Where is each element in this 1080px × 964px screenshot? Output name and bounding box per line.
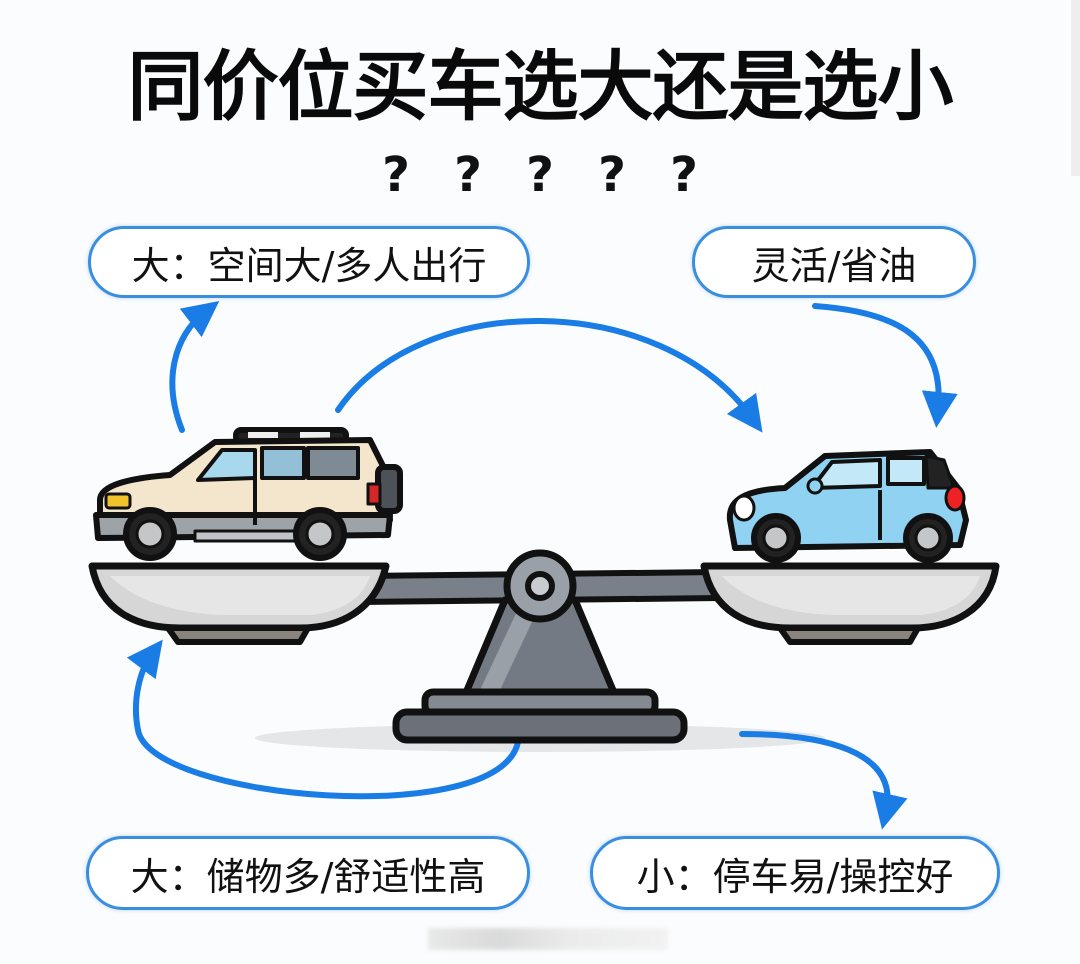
question-mark: ? (598, 147, 626, 203)
arrow-arc-to-compact-icon (335, 318, 763, 433)
arrow-down-right-icon (812, 303, 958, 428)
label-bottom-right: 小：停车易/操控好 (590, 836, 1000, 910)
question-mark: ? (454, 147, 482, 203)
edge-strip (1071, 0, 1080, 176)
label-top-left: 大：空间大/多人出行 (88, 226, 530, 298)
label-top-right: 灵活/省油 (692, 226, 976, 298)
arrow-up-left-icon (169, 301, 220, 433)
label-bottom-left: 大：储物多/舒适性高 (86, 836, 530, 910)
compact-car-icon (726, 449, 969, 563)
arrow-down-bottom-right-icon (739, 731, 908, 830)
page-title: 同价位买车选大还是选小 (127, 42, 954, 131)
question-mark: ? (526, 147, 554, 203)
blurred-watermark (428, 928, 668, 950)
question-marks: ????? (0, 140, 1080, 210)
arrows (126, 301, 958, 830)
suv-icon (93, 427, 403, 561)
balance-scale-icon (88, 549, 1000, 744)
question-mark: ? (670, 147, 698, 203)
question-mark: ? (382, 147, 410, 203)
arrow-loop-bottom-left-icon (126, 639, 521, 800)
